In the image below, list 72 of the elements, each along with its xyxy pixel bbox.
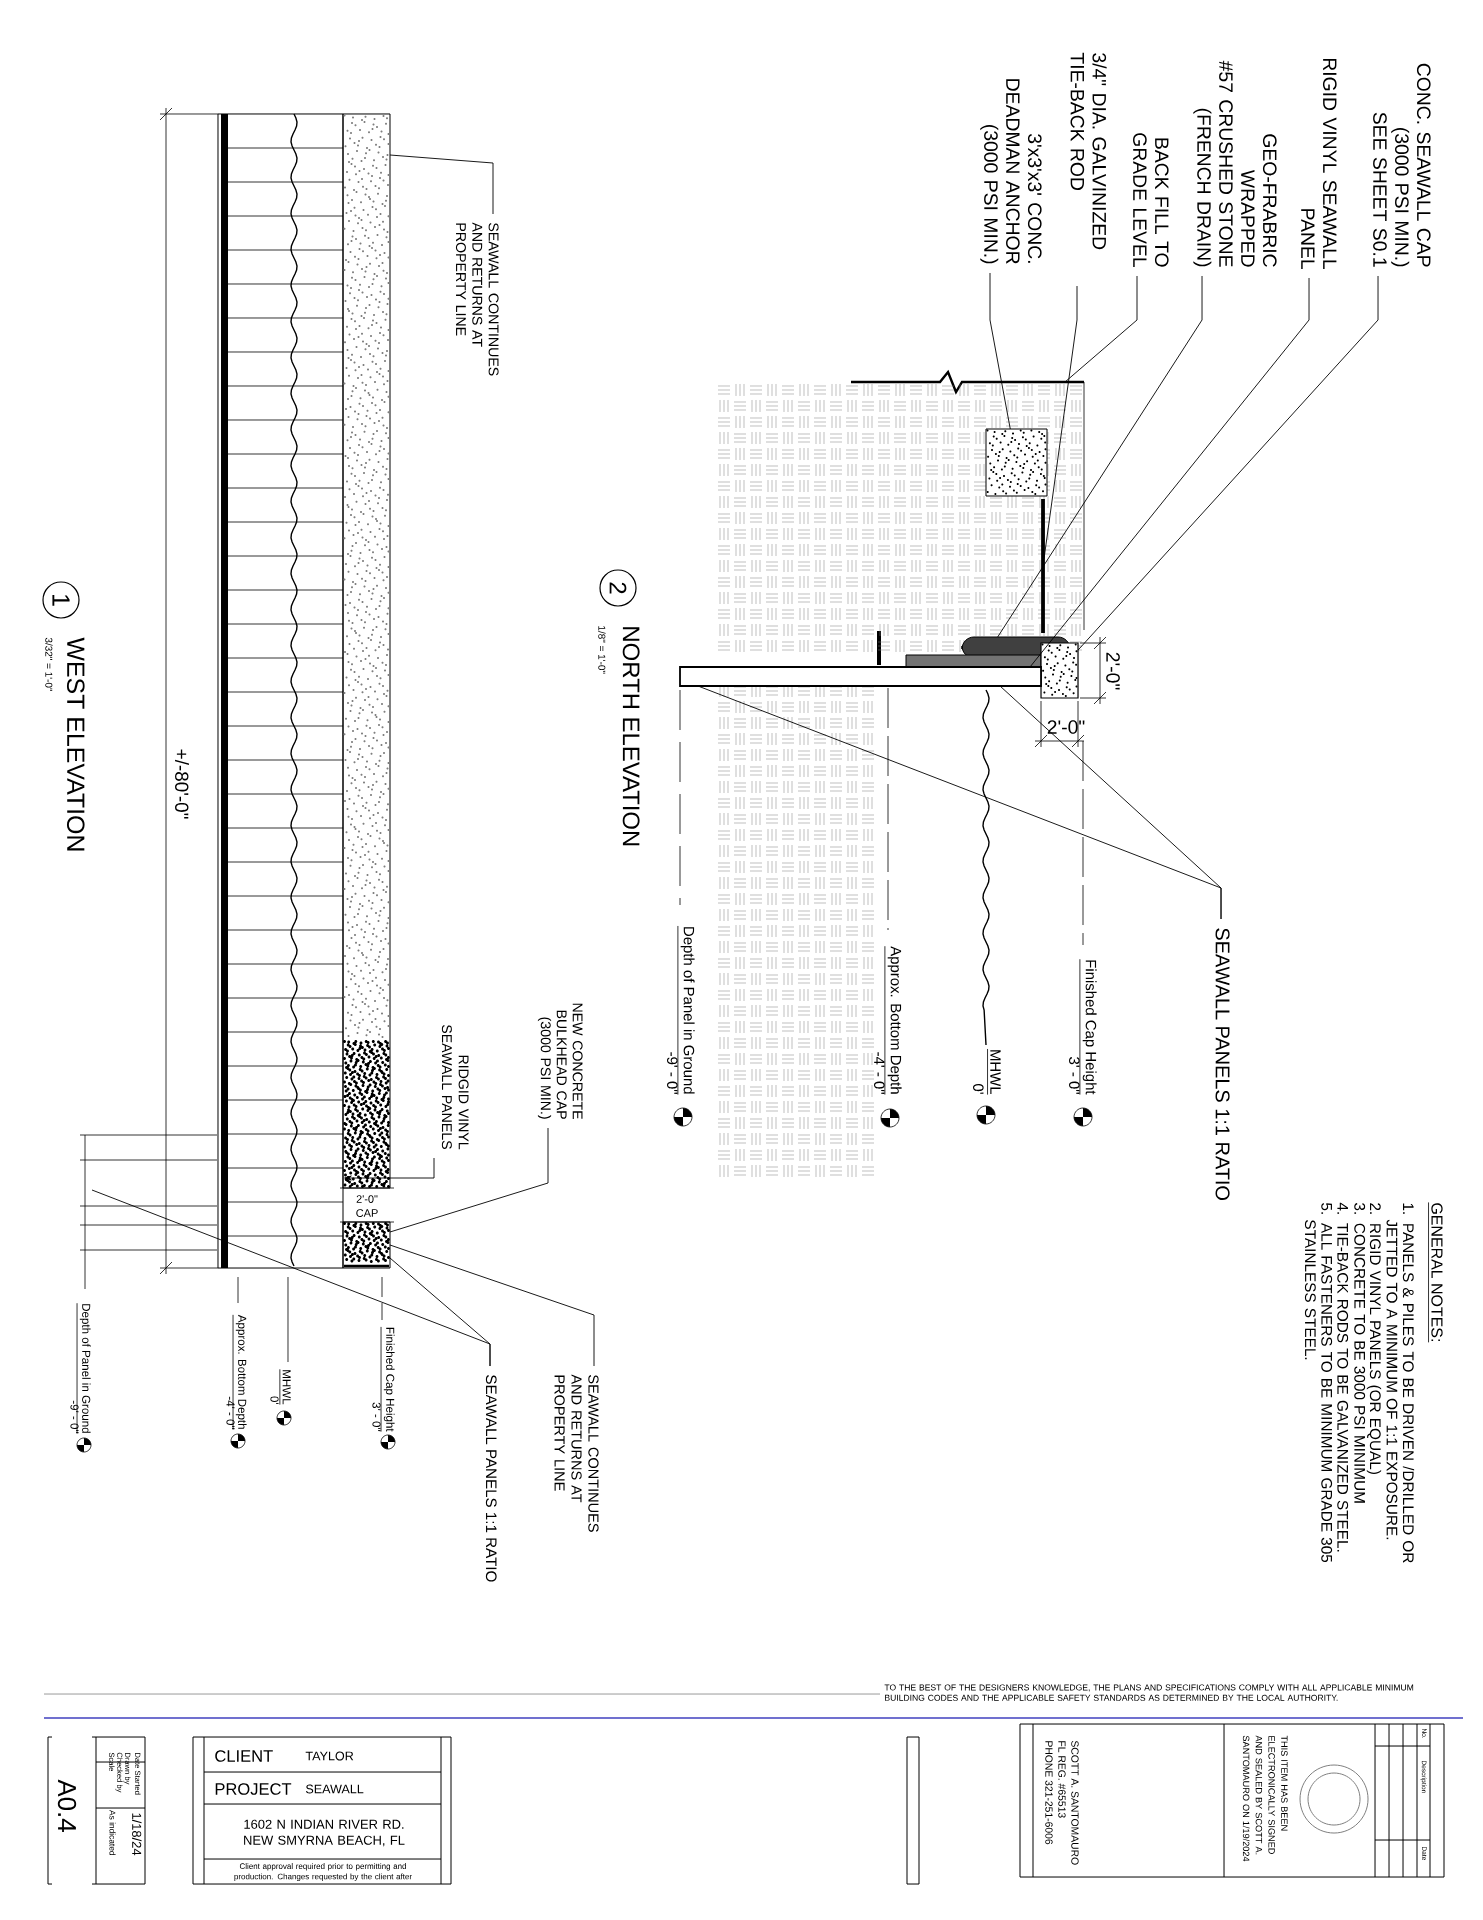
stamp-text: THIS ITEM HAS BEEN ELECTRONICALLY SIGNED AND SEALED BY SCOTT A. SANTOMAURO ON 1/19/2024 (1242, 1735, 1288, 1862)
level-label: Finished Cap Height (380, 1326, 395, 1432)
field-value: SEAWALL (305, 1784, 364, 1794)
dimension-text: 2'-0" (356, 1195, 378, 1203)
note-text: 1. PANELS & PILES TO BE DRIVEN /DRILLED OR JETTED TO A MINIMUM OF 1:1 EXPOSURE. (1386, 1203, 1415, 1563)
callout-text: BACK FILL TO GRADE LEVEL (1133, 133, 1169, 267)
field-value: As indicated (109, 1810, 116, 1856)
callout-text: SEAWALL CONTINUES AND RETURNS AT PROPERTY LINE (554, 1374, 599, 1532)
callout-text: SEAWALL PANELS 1:1 RATIO (485, 1375, 497, 1582)
leader-line (344, 1157, 435, 1181)
field-label: PROJECT (215, 1783, 292, 1795)
disclaimer-text: TO THE BEST OF THE DESIGNERS KNOWLEDGE, THE PLANS AND SPECIFICATIONS COMPLY WITH ALL APPLICABLE MINIMUM BUILDING CODES AND THE APPLICABLE SAFETY STANDARDS AS DETERMINED BY THE LOCAL AUTHORITY. (884, 1684, 1414, 1701)
leader-line (91, 1189, 491, 1367)
tie-back-rod (1041, 499, 1045, 633)
level-value: 0' (270, 1396, 279, 1405)
field-value: TAYLOR (305, 1751, 354, 1761)
callout-text: SEAWALL PANELS 1:1 RATIO (1215, 928, 1230, 1200)
leader-line (1064, 275, 1138, 383)
concrete-cap (1040, 642, 1079, 699)
leader-line (1029, 277, 1310, 668)
dimension-text: CAP (356, 1209, 378, 1217)
sheet-number: A0.4 (57, 1779, 77, 1832)
level-value: -4' - 0" (226, 1396, 235, 1430)
level-value: 3' - 0" (372, 1402, 381, 1432)
engineer-info: PHONE 321-251-6006 (1045, 1741, 1053, 1845)
callout-text: 3'x3'x3' CONC. DEADMAN ANCHOR (3000 PSI MIN.) (980, 79, 1042, 264)
callout-text: RIDGID VINYL SEAWALL PANELS (441, 1025, 469, 1150)
leader-line (1043, 285, 1078, 560)
leader-line (389, 154, 494, 215)
note-text: 4. TIE-BACK RODS TO BE GALVANIZED STEEL. (1337, 1202, 1349, 1552)
leader-line (389, 1244, 595, 1367)
level-label: MHWL (279, 1368, 291, 1405)
view-title: WEST ELEVATION (66, 637, 85, 851)
seawall-panels (217, 113, 344, 1269)
engineer-info: FL REG. #65513 (1058, 1741, 1066, 1818)
soil-hatching (717, 381, 1085, 653)
note-text: 3. CONCRETE TO BE 3000 PSI MINIMUM (1354, 1203, 1366, 1503)
level-label: Depth of Panel in Ground (677, 925, 695, 1095)
callout-text: SEAWALL CONTINUES AND RETURNS AT PROPERTY LINE (455, 222, 499, 376)
level-value: 0' (973, 1084, 984, 1094)
leader-line (1077, 275, 1379, 651)
dimension-text: 2'-0" (1047, 720, 1085, 734)
field-label: CLIENT (215, 1750, 273, 1762)
deadman-anchor (985, 428, 1048, 497)
callout-text: CONC. SEAWALL CAP (3000 PSI MIN.) SEE SHEET S0.1 (1373, 63, 1431, 267)
concrete-cap (342, 113, 391, 1189)
leader-line (997, 275, 1203, 638)
level-label: Approx. Bottom Depth (884, 945, 902, 1095)
scale-text: 1/8" = 1'-0" (598, 626, 606, 674)
leader-line (697, 685, 1222, 920)
leader-line (389, 1127, 549, 1233)
engineer-info: SCOTT A. SANTOMAURO (1071, 1740, 1079, 1865)
dimension-text: +/-80'-0" (175, 749, 189, 819)
level-label: MHWL (987, 1048, 1001, 1095)
callout-text: 3/4" DIA. GALVINIZED TIE-BACK ROD (1070, 52, 1107, 250)
scale-text: 3/32" = 1'-0" (45, 637, 53, 692)
concrete-cap (342, 1221, 391, 1269)
callout-text: RIGID VINYL SEAWALL PANEL (1301, 58, 1337, 269)
notes-heading: GENERAL NOTES: (1428, 1202, 1443, 1343)
view-title: NORTH ELEVATION (622, 627, 640, 846)
note-text: 2. RIGID VINYL PANELS (OR EQUAL) (1366, 1203, 1382, 1474)
address-text: 1602 N INDIAN RIVER RD. NEW SMYRNA BEACH, FL (244, 1819, 405, 1847)
callout-text: NEW CONCRETE BULKHEAD CAP (3000 PSI MIN.) (537, 1003, 583, 1119)
level-label: Finished Cap Height (1079, 958, 1097, 1095)
level-value: 3' - 0" (1069, 1057, 1080, 1094)
field-value: 1/18/24 (132, 1813, 142, 1856)
note-text: 5. ALL FASTENERS TO BE MINIMUM GRADE 305 STAINLESS STEEL. (1304, 1203, 1333, 1563)
leader-line (989, 272, 1011, 430)
dimension-text: 2'-0" (1106, 652, 1120, 690)
level-value: -9' - 0" (667, 1052, 678, 1094)
level-value: -4' - 0" (874, 1052, 885, 1094)
callout-text: GEO-FRABRIC WRAPPED #57 CRUSHED STONE (FRENCH DRAIN) (1193, 60, 1277, 267)
